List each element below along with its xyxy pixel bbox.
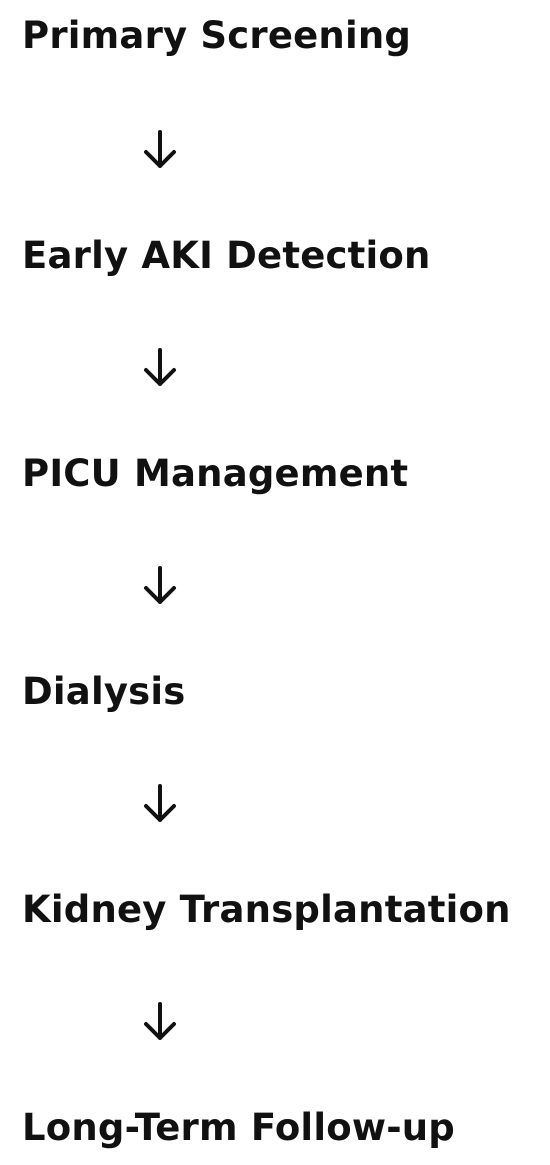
arrow-down-icon: [140, 1000, 180, 1044]
arrow-down-icon: [140, 782, 180, 826]
arrow-down-icon: [140, 564, 180, 608]
step-early-aki-detection: Early AKI Detection: [22, 234, 431, 277]
arrow-down-icon: [140, 346, 180, 390]
step-kidney-transplantation: Kidney Transplantation: [22, 888, 511, 931]
arrow-down-icon: [140, 128, 180, 172]
step-dialysis: Dialysis: [22, 670, 186, 713]
step-long-term-follow-up: Long-Term Follow-up: [22, 1106, 455, 1149]
step-primary-screening: Primary Screening: [22, 14, 412, 57]
step-picu-management: PICU Management: [22, 452, 409, 495]
